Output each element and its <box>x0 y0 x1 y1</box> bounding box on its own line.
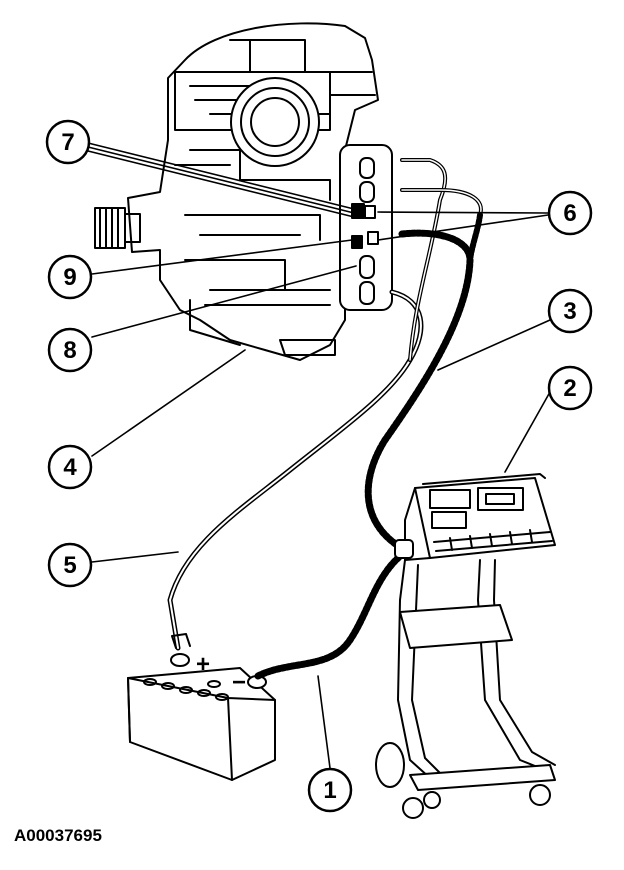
callouts: 7 9 8 4 5 6 3 2 1 <box>45 119 593 813</box>
callout-6-label: 6 <box>563 200 576 227</box>
callout-9: 9 <box>47 254 93 300</box>
callout-6: 6 <box>547 190 593 236</box>
tester-stand <box>375 473 556 819</box>
alternator <box>94 22 393 361</box>
cables <box>167 158 483 680</box>
callout-5: 5 <box>47 542 93 588</box>
callout-4: 4 <box>47 444 93 490</box>
callout-1-label: 1 <box>323 777 336 804</box>
callout-2: 2 <box>547 365 593 411</box>
battery-negative-label: − <box>232 669 246 696</box>
callout-8-label: 8 <box>63 337 76 364</box>
callout-7-label: 7 <box>61 129 74 156</box>
callout-8: 8 <box>47 327 93 373</box>
callout-1: 1 <box>307 767 353 813</box>
callout-5-label: 5 <box>63 552 76 579</box>
callout-7: 7 <box>45 119 91 165</box>
callout-9-label: 9 <box>63 264 76 291</box>
battery <box>127 653 276 781</box>
callout-3: 3 <box>547 288 593 334</box>
leader-lines <box>87 142 551 769</box>
callout-4-label: 4 <box>63 454 77 481</box>
callout-2-label: 2 <box>563 375 576 402</box>
figure-id: A00037695 <box>14 826 102 845</box>
callout-3-label: 3 <box>563 298 576 325</box>
battery-positive-label: + <box>196 651 210 678</box>
